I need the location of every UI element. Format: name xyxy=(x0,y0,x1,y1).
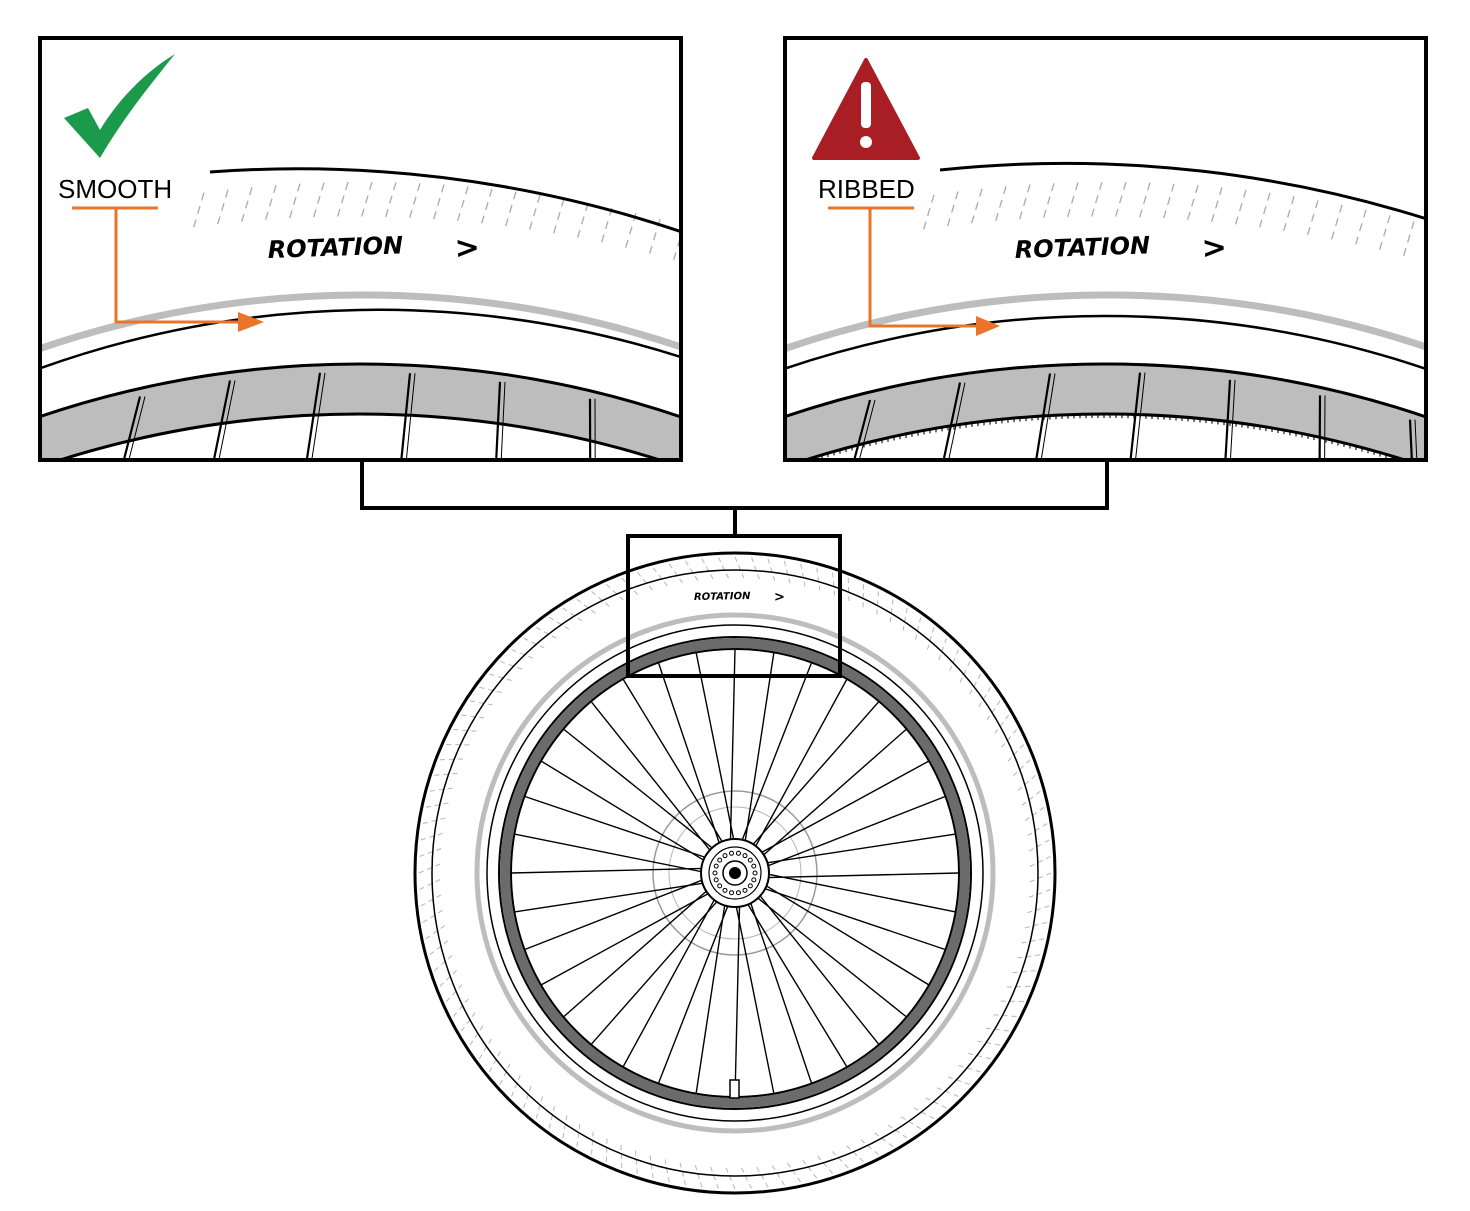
warning-triangle-icon xyxy=(812,58,920,160)
panel-smooth: ROTATION > SMOOTH xyxy=(38,36,683,462)
bead-line xyxy=(40,308,681,370)
rim-inner-line xyxy=(55,412,665,460)
tire-closeup-smooth: ROTATION > xyxy=(40,167,681,460)
callout-arrowhead xyxy=(238,312,264,332)
check-mark-icon xyxy=(64,54,175,158)
rotation-text: ROTATION xyxy=(694,591,751,603)
rim-band xyxy=(500,638,970,1108)
tire-outer-edge xyxy=(209,167,681,234)
tread-hatching xyxy=(418,556,1052,1190)
smooth-label: SMOOTH xyxy=(58,174,172,204)
rotation-arrow: > xyxy=(1201,230,1227,266)
rim-band xyxy=(40,363,681,460)
sidewall-stripe xyxy=(40,291,681,353)
panel-ribbed: ROTATION > RIBBED xyxy=(783,36,1428,462)
callout-arrow xyxy=(828,206,976,328)
callout-arrow xyxy=(72,206,238,324)
tire-outer-edge xyxy=(939,161,1426,221)
hub xyxy=(700,838,770,908)
full-wheel: ROTATION > xyxy=(413,534,1057,1195)
sidewall-stripe xyxy=(785,291,1426,353)
sidewall-stripe xyxy=(474,612,996,1134)
rotation-arrow: > xyxy=(454,230,480,266)
callout-arrowhead xyxy=(976,316,1000,336)
rotation-arrow: > xyxy=(774,590,785,605)
rim-outer-line xyxy=(785,362,1426,419)
tread-edge xyxy=(431,569,1039,1177)
tread-hatching xyxy=(921,181,1426,268)
tire-closeup-ribbed: ROTATION > xyxy=(785,161,1426,460)
tread-hatching xyxy=(191,181,681,266)
spokes xyxy=(122,372,681,460)
rotation-text: ROTATION xyxy=(1014,231,1150,264)
zoom-highlight-box xyxy=(626,534,842,678)
connector-bracket xyxy=(360,460,1109,536)
rim-band xyxy=(785,363,1426,460)
ribbed-label: RIBBED xyxy=(818,174,915,204)
bead-line xyxy=(486,624,984,1122)
valve-stem xyxy=(729,1079,740,1099)
rim-outer xyxy=(498,636,972,1110)
spokes xyxy=(853,372,1418,460)
brake-rotor xyxy=(652,790,818,956)
spokes xyxy=(510,648,960,1098)
rim-inner-line xyxy=(800,412,1410,460)
rotation-text: ROTATION xyxy=(267,231,403,264)
rim-outer-line xyxy=(40,362,681,419)
